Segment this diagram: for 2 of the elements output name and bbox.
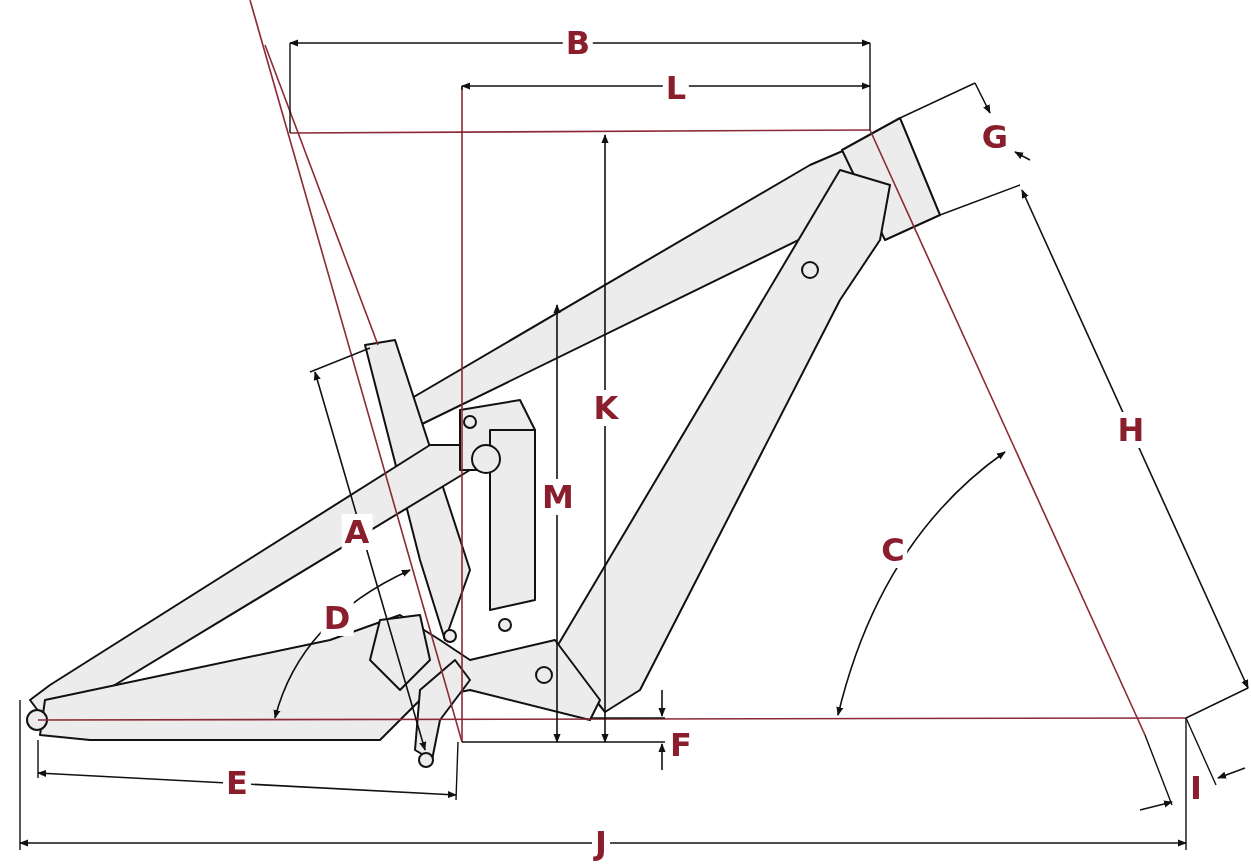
dimension-letter: D	[320, 600, 354, 636]
dimension-letter: A	[341, 514, 373, 550]
